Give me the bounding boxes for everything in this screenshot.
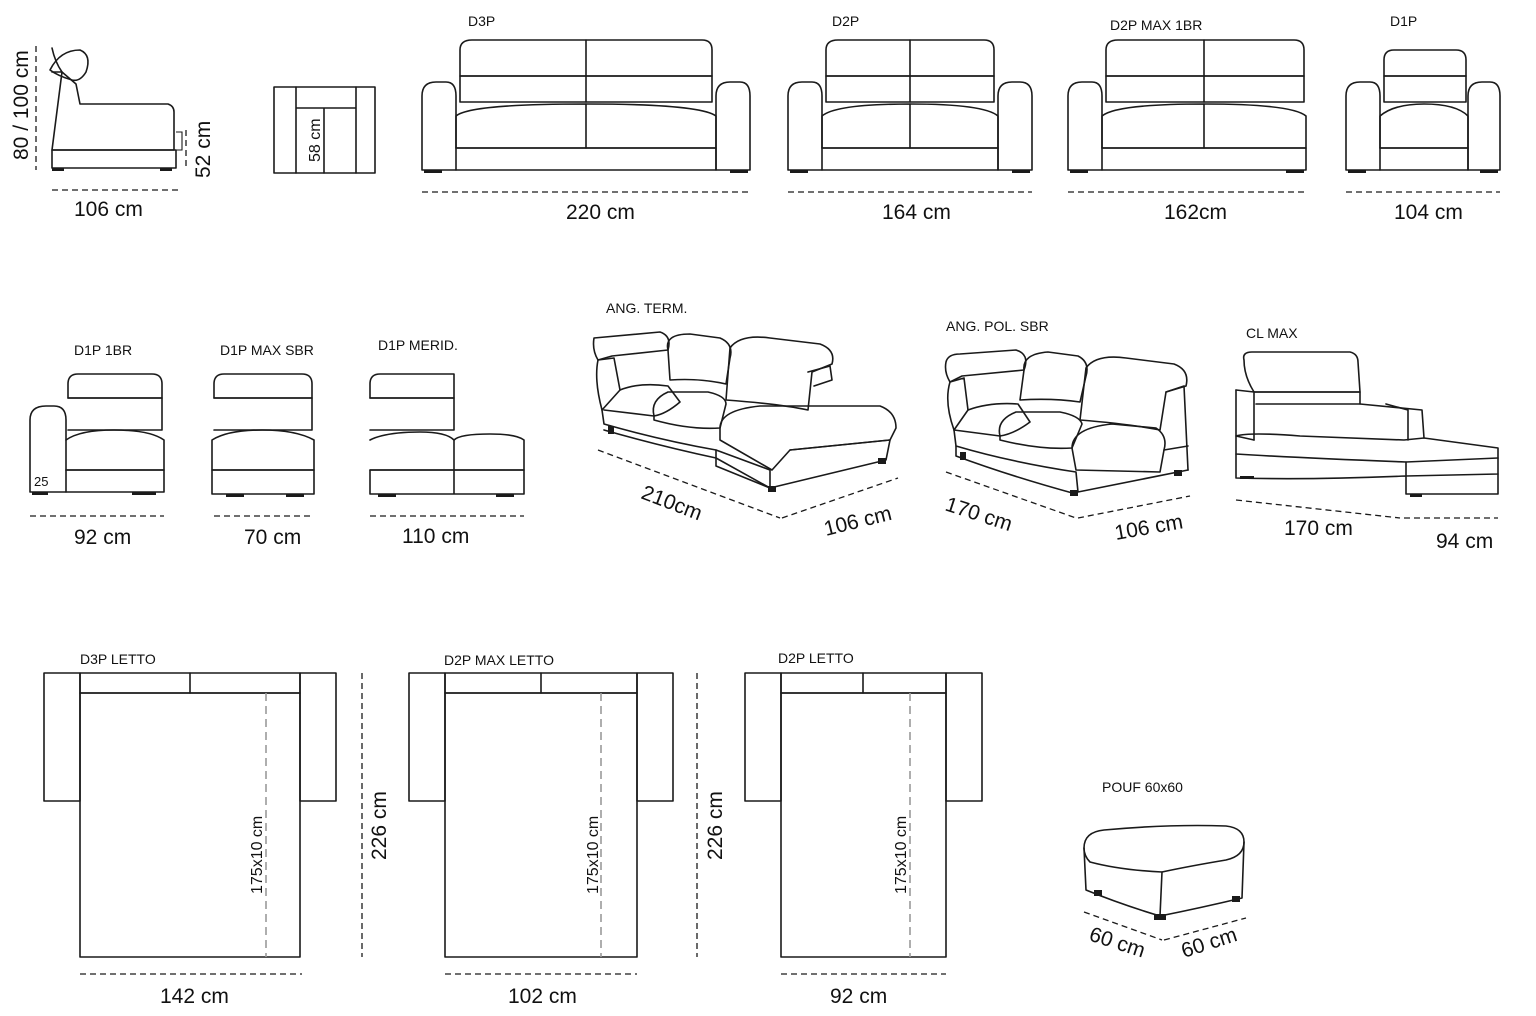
ang-pol-depth-label: 106 cm xyxy=(1113,510,1185,545)
d3p-letto-label: D3P LETTO xyxy=(80,651,156,667)
d2p-label: D2P xyxy=(832,13,859,29)
ang-pol-sbr-label: ANG. POL. SBR xyxy=(946,318,1049,334)
d1p-drawing xyxy=(1345,49,1501,193)
d1p-1br-arm-label: 25 xyxy=(34,474,48,489)
cl-max-depth-label: 94 cm xyxy=(1436,530,1493,553)
d3p-width-label: 220 cm xyxy=(566,201,635,224)
cl-max-drawing xyxy=(1235,351,1499,519)
d3p-letto-drawing xyxy=(43,672,363,975)
d2p-letto-width-label: 92 cm xyxy=(830,985,887,1008)
d1p-1br-drawing xyxy=(29,373,165,517)
cl-max-length-label: 170 cm xyxy=(1284,517,1353,540)
pouf-width-label: 60 cm xyxy=(1178,923,1239,963)
d2p-width-label: 164 cm xyxy=(882,201,951,224)
side-seat-height-label: 52 cm xyxy=(192,121,215,178)
d2p-max-letto-drawing xyxy=(408,672,698,975)
seat-top-view-drawing xyxy=(273,86,376,174)
d1p-max-sbr-label: D1P MAX SBR xyxy=(220,342,314,358)
side-profile-drawing xyxy=(35,46,187,191)
d3p-letto-length-label: 226 cm xyxy=(368,791,391,860)
ang-term-length-label: 210cm xyxy=(638,481,705,525)
cl-max-label: CL MAX xyxy=(1246,325,1298,341)
d3p-letto-mattress-label: 175x10 cm xyxy=(249,816,266,894)
d1p-max-sbr-width-label: 70 cm xyxy=(244,526,301,549)
pouf-drawing xyxy=(1083,824,1247,941)
pouf-label: POUF 60x60 xyxy=(1102,779,1183,795)
d2p-max-1br-label: D2P MAX 1BR xyxy=(1110,17,1202,33)
d3p-drawing xyxy=(421,39,752,193)
ang-pol-sbr-drawing xyxy=(944,349,1191,519)
d1p-label: D1P xyxy=(1390,13,1417,29)
d3p-label: D3P xyxy=(468,13,495,29)
d2p-max-letto-label: D2P MAX LETTO xyxy=(444,652,554,668)
d1p-max-sbr-drawing xyxy=(211,373,315,517)
d2p-letto-label: D2P LETTO xyxy=(778,650,854,666)
d1p-merid-label: D1P MERID. xyxy=(378,337,458,353)
d1p-merid-drawing xyxy=(369,373,525,517)
d1p-merid-width-label: 110 cm xyxy=(402,525,469,548)
seat-depth-label: 58 cm xyxy=(307,118,324,162)
d2p-drawing xyxy=(787,39,1033,193)
d3p-letto-width-label: 142 cm xyxy=(160,985,229,1008)
d2p-max-1br-width-label: 162cm xyxy=(1164,201,1227,224)
side-depth-label: 106 cm xyxy=(74,198,143,221)
d2p-letto-drawing xyxy=(744,672,983,975)
d1p-1br-width-label: 92 cm xyxy=(74,526,131,549)
d2p-max-letto-mattress-label: 175x10 cm xyxy=(585,816,602,894)
d2p-max-letto-length-label: 226 cm xyxy=(704,791,727,860)
ang-term-drawing xyxy=(592,331,899,519)
ang-term-depth-label: 106 cm xyxy=(822,502,894,541)
d2p-max-1br-drawing xyxy=(1067,39,1307,193)
d2p-letto-mattress-label: 175x10 cm xyxy=(893,816,910,894)
pouf-depth-label: 60 cm xyxy=(1086,923,1147,963)
d2p-max-letto-width-label: 102 cm xyxy=(508,985,577,1008)
d1p-1br-label: D1P 1BR xyxy=(74,342,132,358)
d1p-width-label: 104 cm xyxy=(1394,201,1463,224)
side-height-label: 80 / 100 cm xyxy=(10,50,33,160)
ang-pol-length-label: 170 cm xyxy=(942,493,1015,536)
ang-term-label: ANG. TERM. xyxy=(606,300,687,316)
